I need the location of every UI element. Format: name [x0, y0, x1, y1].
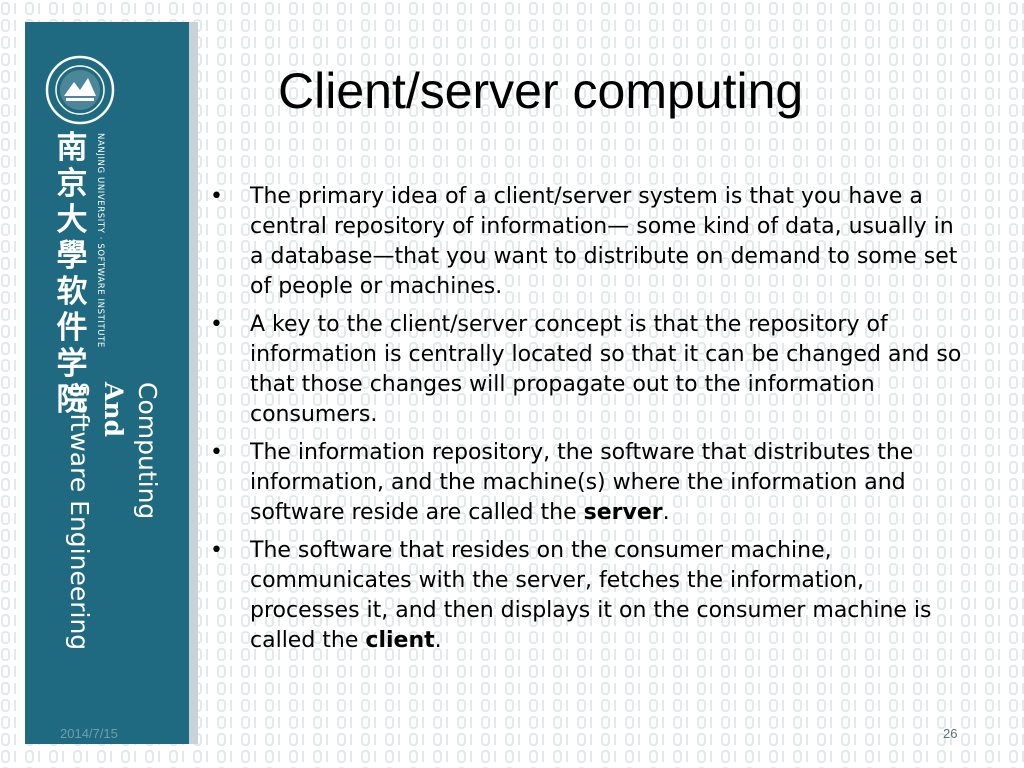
bullet-list: • The primary idea of a client/server sy…	[210, 182, 970, 656]
bullet-bold-term: client	[365, 628, 435, 653]
chinese-char: 件	[56, 310, 88, 346]
bullet-item: • The software that resides on the consu…	[210, 536, 970, 656]
page-number: 26	[943, 726, 958, 741]
bullet-suffix: .	[434, 628, 442, 653]
sidebar-edge	[189, 22, 198, 744]
university-seal-icon	[44, 54, 116, 126]
sidebar-vertical-title: Computing And Software Engineering	[62, 382, 164, 650]
chinese-char: 大	[56, 202, 88, 238]
vertical-title-line-1: Computing	[133, 382, 162, 520]
chinese-char: 学	[56, 346, 88, 382]
chinese-char: 南	[56, 130, 88, 166]
footer-date: 2014/7/15	[60, 726, 118, 741]
bullet-icon: •	[210, 538, 223, 563]
chinese-char: 京	[56, 166, 88, 202]
bullet-item: • The primary idea of a client/server sy…	[210, 182, 970, 302]
slide-title: Client/server computing	[278, 63, 804, 119]
bullet-item: • The information repository, the softwa…	[210, 438, 970, 528]
vertical-title-line-2: And	[99, 382, 128, 438]
bullet-text: The primary idea of a client/server syst…	[250, 184, 958, 299]
bullet-text: A key to the client/server concept is th…	[250, 312, 962, 427]
sidebar-panel	[25, 22, 198, 744]
bullet-item: • A key to the client/server concept is …	[210, 310, 970, 430]
chinese-char: 院	[56, 382, 88, 418]
chinese-char: 學	[56, 238, 88, 274]
university-english-name: NANJING UNIVERSITY · SOFTWARE INSTITUTE	[95, 133, 105, 348]
chinese-char: 软	[56, 274, 88, 310]
vertical-title-line-3: Software Engineering	[65, 382, 94, 651]
bullet-text: The information repository, the software…	[250, 440, 914, 525]
bullet-bold-term: server	[583, 500, 663, 525]
bullet-icon: •	[210, 440, 223, 465]
bullet-icon: •	[210, 184, 223, 209]
university-chinese-name: 南 京 大 學 软 件 学 院	[52, 130, 92, 418]
slide-content: • The primary idea of a client/server sy…	[210, 182, 970, 664]
bullet-icon: •	[210, 312, 223, 337]
bullet-suffix: .	[662, 500, 670, 525]
bullet-text: The software that resides on the consume…	[250, 538, 932, 653]
